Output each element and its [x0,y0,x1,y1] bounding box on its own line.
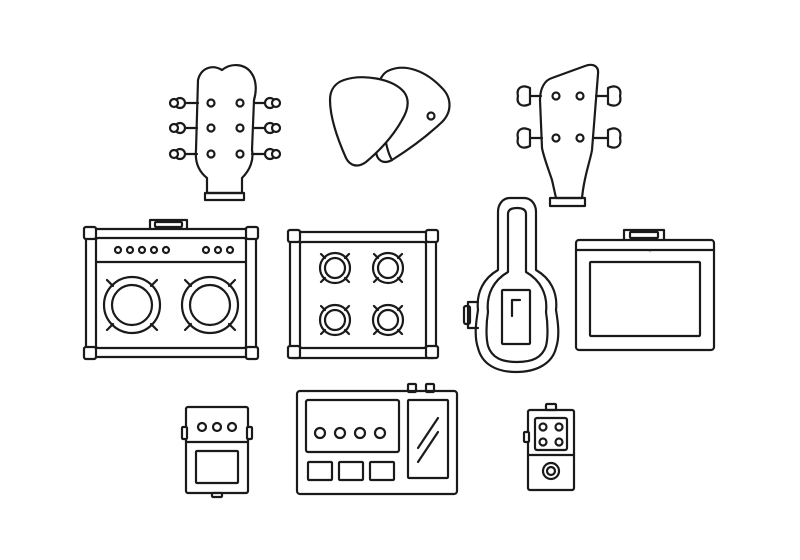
combo-amplifier-icon [82,218,260,361]
stompbox-pedal-icon [180,405,254,499]
guitar-picks-icon [328,66,451,167]
speaker-cabinet-icon [286,228,440,360]
bass-headstock-icon [516,63,622,208]
practice-amplifier-icon [574,228,716,352]
guitar-headstock-icon [168,64,282,202]
guitar-case-icon [462,196,560,374]
mini-pedal-icon [522,402,576,492]
multi-effects-processor-icon [295,382,459,496]
